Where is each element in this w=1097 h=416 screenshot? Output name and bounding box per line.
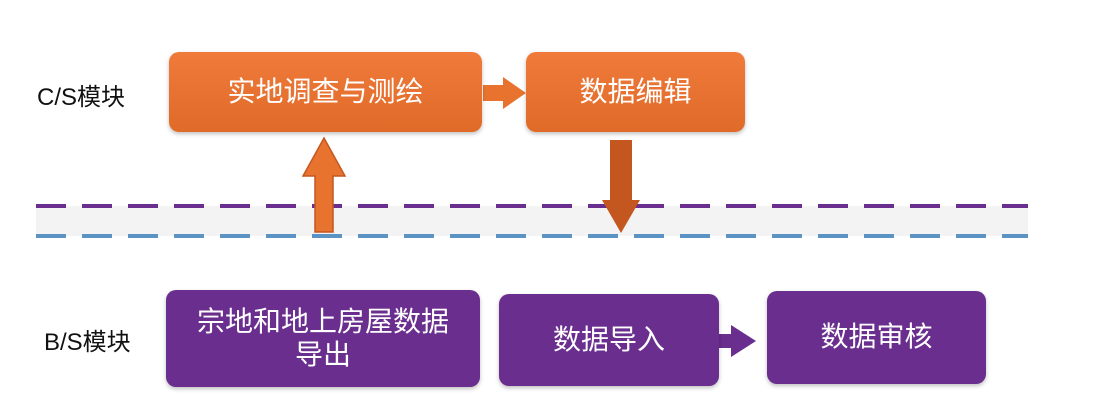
data-edit-box-label: 数据编辑: [579, 74, 692, 108]
data-review-box-label: 数据审核: [820, 320, 933, 354]
up-arrow: [301, 136, 347, 233]
right-arrow-cs: [483, 77, 526, 109]
survey-box-label: 实地调查与测绘: [227, 74, 424, 108]
bs-module-label: B/S模块: [44, 329, 131, 356]
data-edit-box: 数据编辑: [526, 52, 745, 132]
data-review-box: 数据审核: [767, 291, 986, 384]
data-import-box: 数据导入: [499, 294, 719, 386]
cs-module-label: C/S模块: [37, 84, 126, 111]
data-export-box-label: 宗地和地上房屋数据导出: [196, 305, 449, 371]
data-import-box-label: 数据导入: [552, 322, 665, 356]
survey-box: 实地调查与测绘: [169, 52, 482, 132]
boundary-band: [36, 206, 1028, 236]
down-arrow: [602, 140, 640, 233]
data-export-box: 宗地和地上房屋数据导出: [166, 290, 480, 387]
right-arrow-bs: [712, 325, 756, 357]
